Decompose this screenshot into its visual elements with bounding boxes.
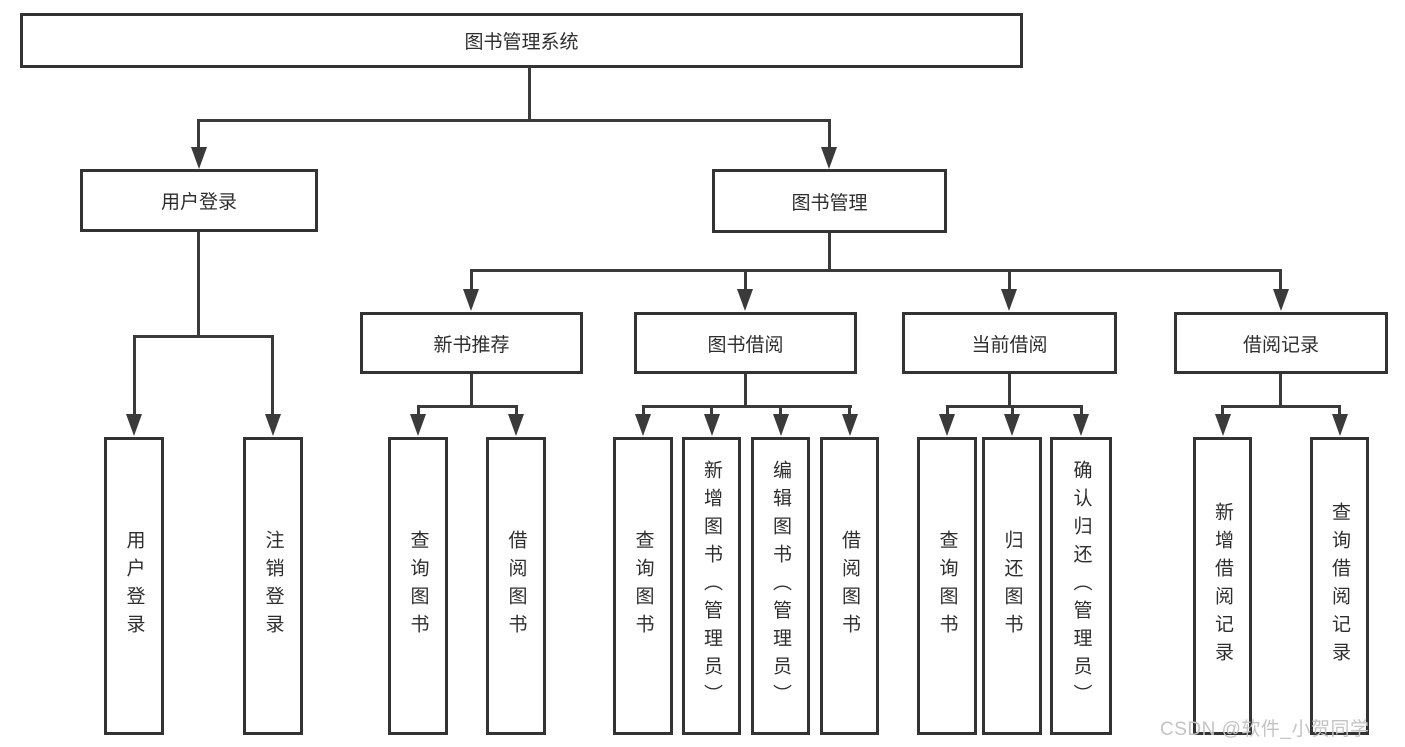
arrow-down-icon [737,289,753,311]
connector-line [528,67,531,120]
connector-line [470,374,473,407]
arrow-down-icon [1332,414,1348,436]
connector-line [848,405,851,415]
leaf-return-books: 归还图书 [982,437,1042,735]
arrow-down-icon [635,414,651,436]
arrow-down-icon [126,414,142,436]
connector-line [417,405,518,408]
connector-line [779,405,782,415]
node-library-management-system: 图书管理系统 [20,13,1023,68]
arrow-down-icon [1273,289,1289,311]
arrow-down-icon [265,414,281,436]
connector-line [1279,374,1282,407]
connector-line [642,405,645,415]
arrow-down-icon [821,147,837,169]
node-book-management: 图书管理 [712,169,947,233]
arrow-down-icon [1004,414,1020,436]
node-user-login: 用户登录 [80,169,318,232]
arrow-down-icon [1073,414,1089,436]
arrow-down-icon [463,289,479,311]
connector-line [744,269,747,290]
connector-line [515,405,518,415]
leaf-add-book-admin: 新增图书（管理员） [682,437,741,735]
arrow-down-icon [1001,289,1017,311]
connector-line [642,405,852,408]
connector-line [133,335,274,338]
node-book-borrowing: 图书借阅 [634,312,857,374]
leaf-query-books-newbook: 查询图书 [388,437,448,735]
leaf-add-borrow-record: 新增借阅记录 [1193,437,1252,735]
leaf-query-books-borrow: 查询图书 [613,437,673,735]
connector-line [197,232,200,337]
leaf-edit-book-admin: 编辑图书（管理员） [751,437,810,735]
arrow-down-icon [1215,414,1231,436]
connector-line [1008,374,1011,407]
connector-line [1008,269,1011,290]
connector-line [744,374,747,407]
arrow-down-icon [508,414,524,436]
connector-line [1338,405,1341,415]
connector-line [1011,405,1014,415]
connector-line [828,119,831,148]
arrow-down-icon [191,147,207,169]
arrow-down-icon [410,414,426,436]
arrow-down-icon [704,414,720,436]
connector-line [1221,405,1224,415]
connector-line [1279,269,1282,290]
connector-line [470,269,1282,272]
connector-line [1080,405,1083,415]
connector-line [710,405,713,415]
connector-line [271,335,274,415]
arrow-down-icon [939,414,955,436]
watermark-text: CSDN @软件_小贺同学 [1160,719,1370,740]
leaf-query-books-current: 查询图书 [917,437,977,735]
connector-line [197,119,831,122]
connector-line [197,119,200,148]
connector-line [470,269,473,290]
node-new-book-recommend: 新书推荐 [360,312,583,374]
arrow-down-icon [842,414,858,436]
connector-line [1221,405,1341,408]
leaf-user-login: 用户登录 [104,437,164,735]
node-current-borrowing: 当前借阅 [902,312,1117,374]
arrow-down-icon [773,414,789,436]
leaf-query-borrow-record: 查询借阅记录 [1310,437,1369,735]
connector-line [828,233,831,271]
connector-line [946,405,1083,408]
leaf-logout: 注销登录 [243,437,303,735]
connector-line [133,335,136,415]
leaf-borrow-books-borrow: 借阅图书 [820,437,879,735]
connector-line [417,405,420,415]
leaf-confirm-return-admin: 确认归还（管理员） [1050,437,1112,735]
leaf-borrow-books-newbook: 借阅图书 [486,437,546,735]
node-borrow-records: 借阅记录 [1174,312,1388,374]
connector-line [946,405,949,415]
